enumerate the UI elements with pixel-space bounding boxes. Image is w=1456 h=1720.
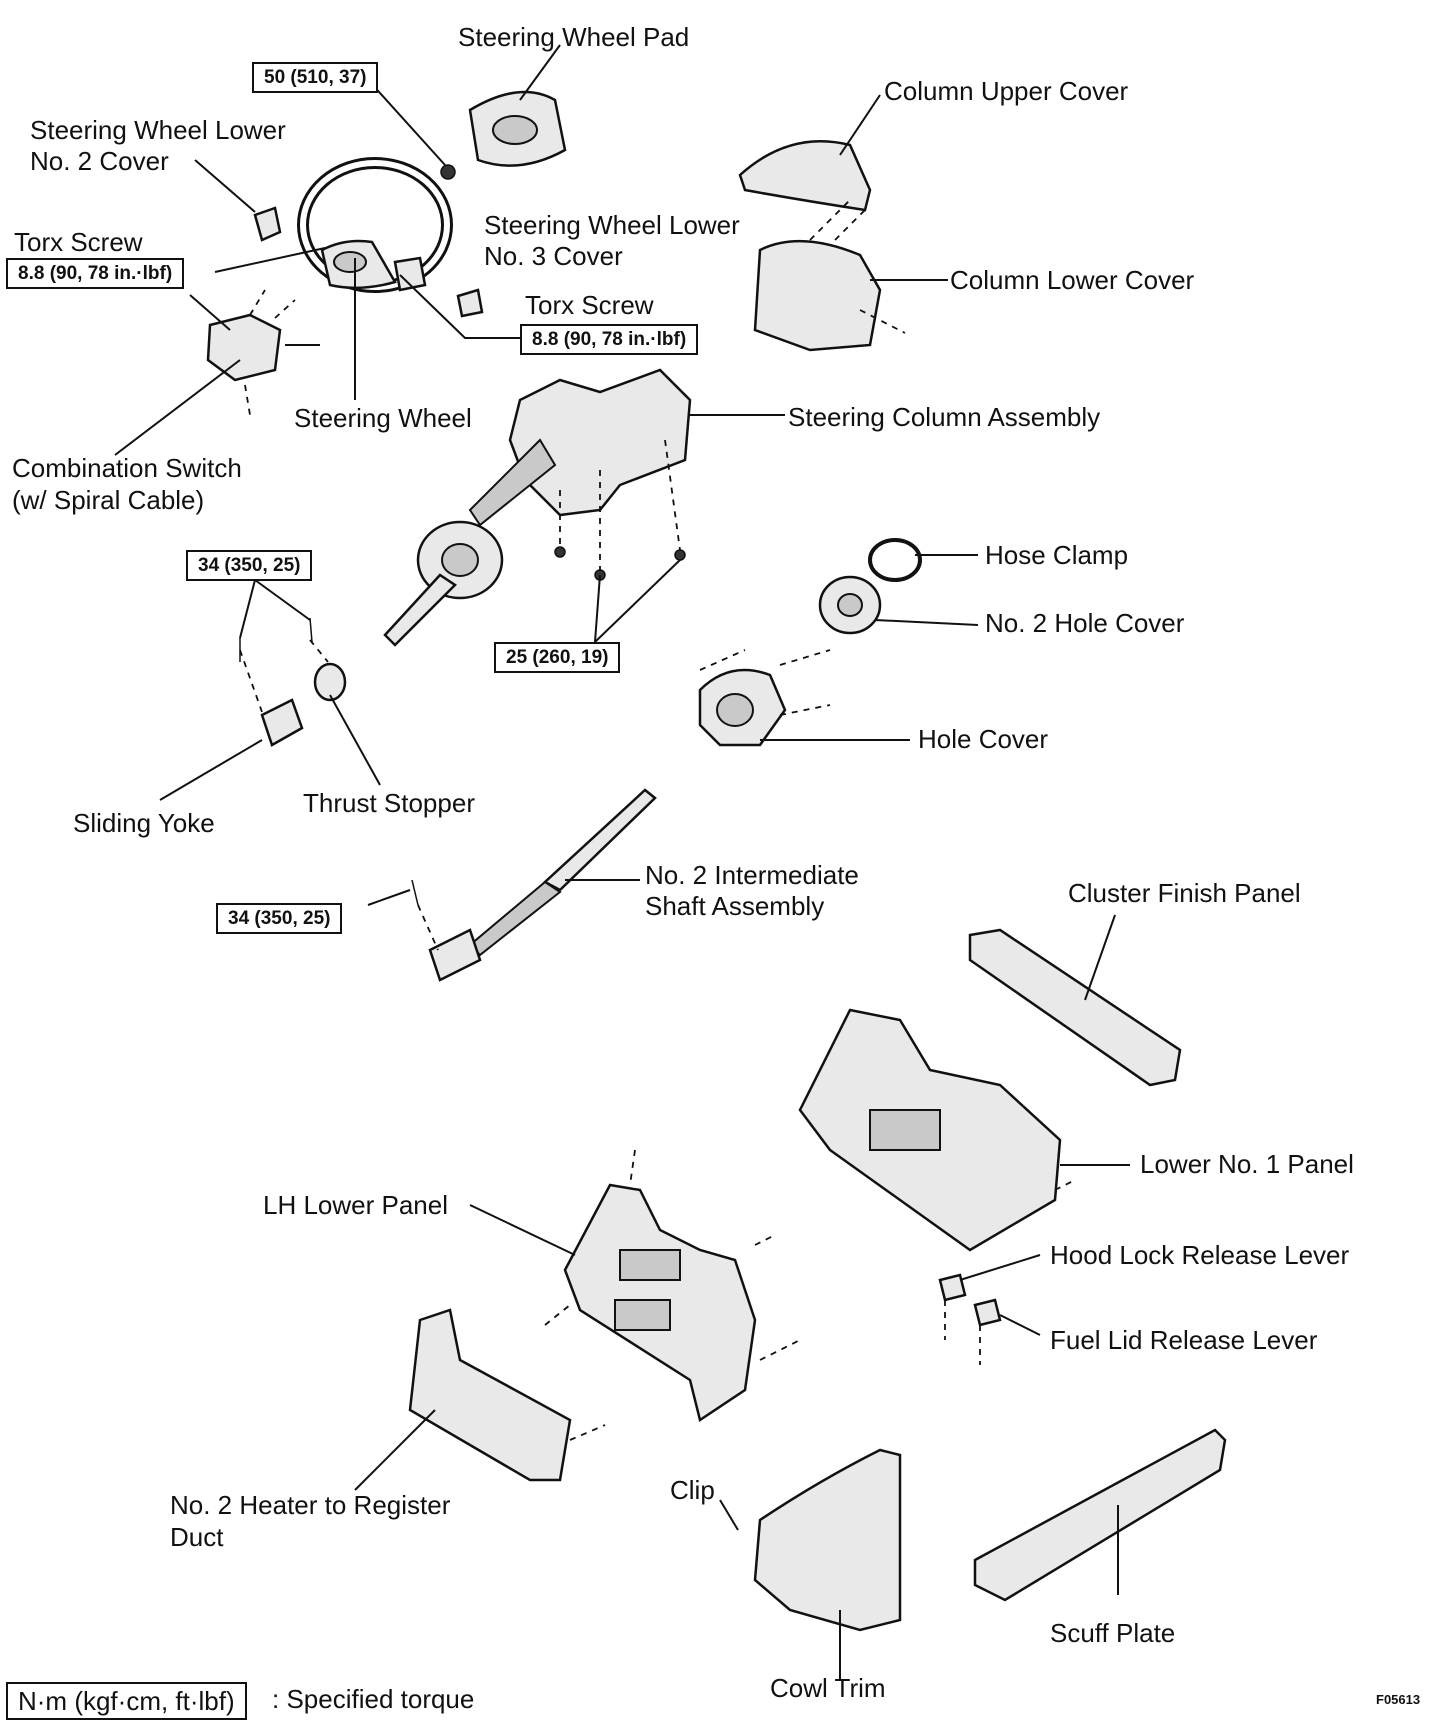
intermediate-shaft-part: [428, 788, 657, 982]
label-torx-screw-left: Torx Screw: [14, 227, 143, 257]
label-column-lower-cover: Column Lower Cover: [950, 265, 1195, 295]
label-no2-heater-duct-line1: No. 2 Heater to Register: [170, 1490, 451, 1520]
label-steering-wheel-lower-no2-cover-line1: Steering Wheel Lower: [30, 115, 286, 145]
torque-shaft-bolt: 34 (350, 25): [216, 903, 343, 934]
label-steering-column-assembly: Steering Column Assembly: [788, 402, 1101, 432]
torque-torx-left: 8.8 (90, 78 in.·lbf): [6, 258, 185, 289]
label-steering-wheel-lower-no2-cover-line2: No. 2 Cover: [30, 146, 169, 176]
label-cowl-trim: Cowl Trim: [770, 1673, 886, 1703]
label-cluster-finish-panel: Cluster Finish Panel: [1068, 878, 1301, 908]
torque-pad-nut: 50 (510, 37): [252, 62, 379, 93]
label-no2-heater-duct-line2: Duct: [170, 1522, 224, 1552]
steering-wheel-part: [297, 157, 453, 293]
label-torx-screw-right: Torx Screw: [525, 290, 654, 320]
label-no2-intermediate-shaft-line2: Shaft Assembly: [645, 891, 825, 921]
label-steering-wheel: Steering Wheel: [294, 403, 472, 433]
label-scuff-plate: Scuff Plate: [1050, 1618, 1176, 1648]
torque-torx-right: 8.8 (90, 78 in.·lbf): [520, 324, 699, 355]
label-clip: Clip: [670, 1475, 715, 1505]
label-fuel-lid-release-lever: Fuel Lid Release Lever: [1050, 1325, 1318, 1355]
figure-code: F05613: [1376, 1692, 1421, 1707]
legend-torque-units: N·m (kgf·cm, ft·lbf): [6, 1682, 247, 1720]
label-no2-hole-cover: No. 2 Hole Cover: [985, 608, 1185, 638]
label-combination-switch-line2: (w/ Spiral Cable): [12, 485, 205, 515]
label-hole-cover: Hole Cover: [918, 724, 1049, 754]
label-hose-clamp: Hose Clamp: [985, 540, 1129, 570]
steering-wheel-pad-part: [468, 44, 567, 167]
label-no2-intermediate-shaft-line1: No. 2 Intermediate: [645, 860, 859, 890]
label-steering-wheel-lower-no3-cover-line1: Steering Wheel Lower: [484, 210, 740, 240]
label-sliding-yoke: Sliding Yoke: [73, 808, 215, 838]
label-steering-wheel-lower-no3-cover-line2: No. 3 Cover: [484, 241, 623, 271]
torque-column-nuts: 25 (260, 19): [494, 642, 621, 673]
label-steering-wheel-pad: Steering Wheel Pad: [458, 22, 690, 52]
label-column-upper-cover: Column Upper Cover: [884, 76, 1129, 106]
label-lh-lower-panel: LH Lower Panel: [263, 1190, 448, 1220]
torque-yoke-bolts: 34 (350, 25): [186, 550, 313, 581]
label-combination-switch-line1: Combination Switch: [12, 453, 242, 483]
label-thrust-stopper: Thrust Stopper: [303, 788, 475, 818]
steering-column-assembly-part: [383, 368, 785, 647]
combination-switch-part: [189, 294, 320, 382]
label-hood-lock-release-lever: Hood Lock Release Lever: [1050, 1240, 1350, 1270]
label-lower-no1-panel: Lower No. 1 Panel: [1140, 1149, 1354, 1179]
legend-specified-torque: : Specified torque: [272, 1684, 475, 1714]
